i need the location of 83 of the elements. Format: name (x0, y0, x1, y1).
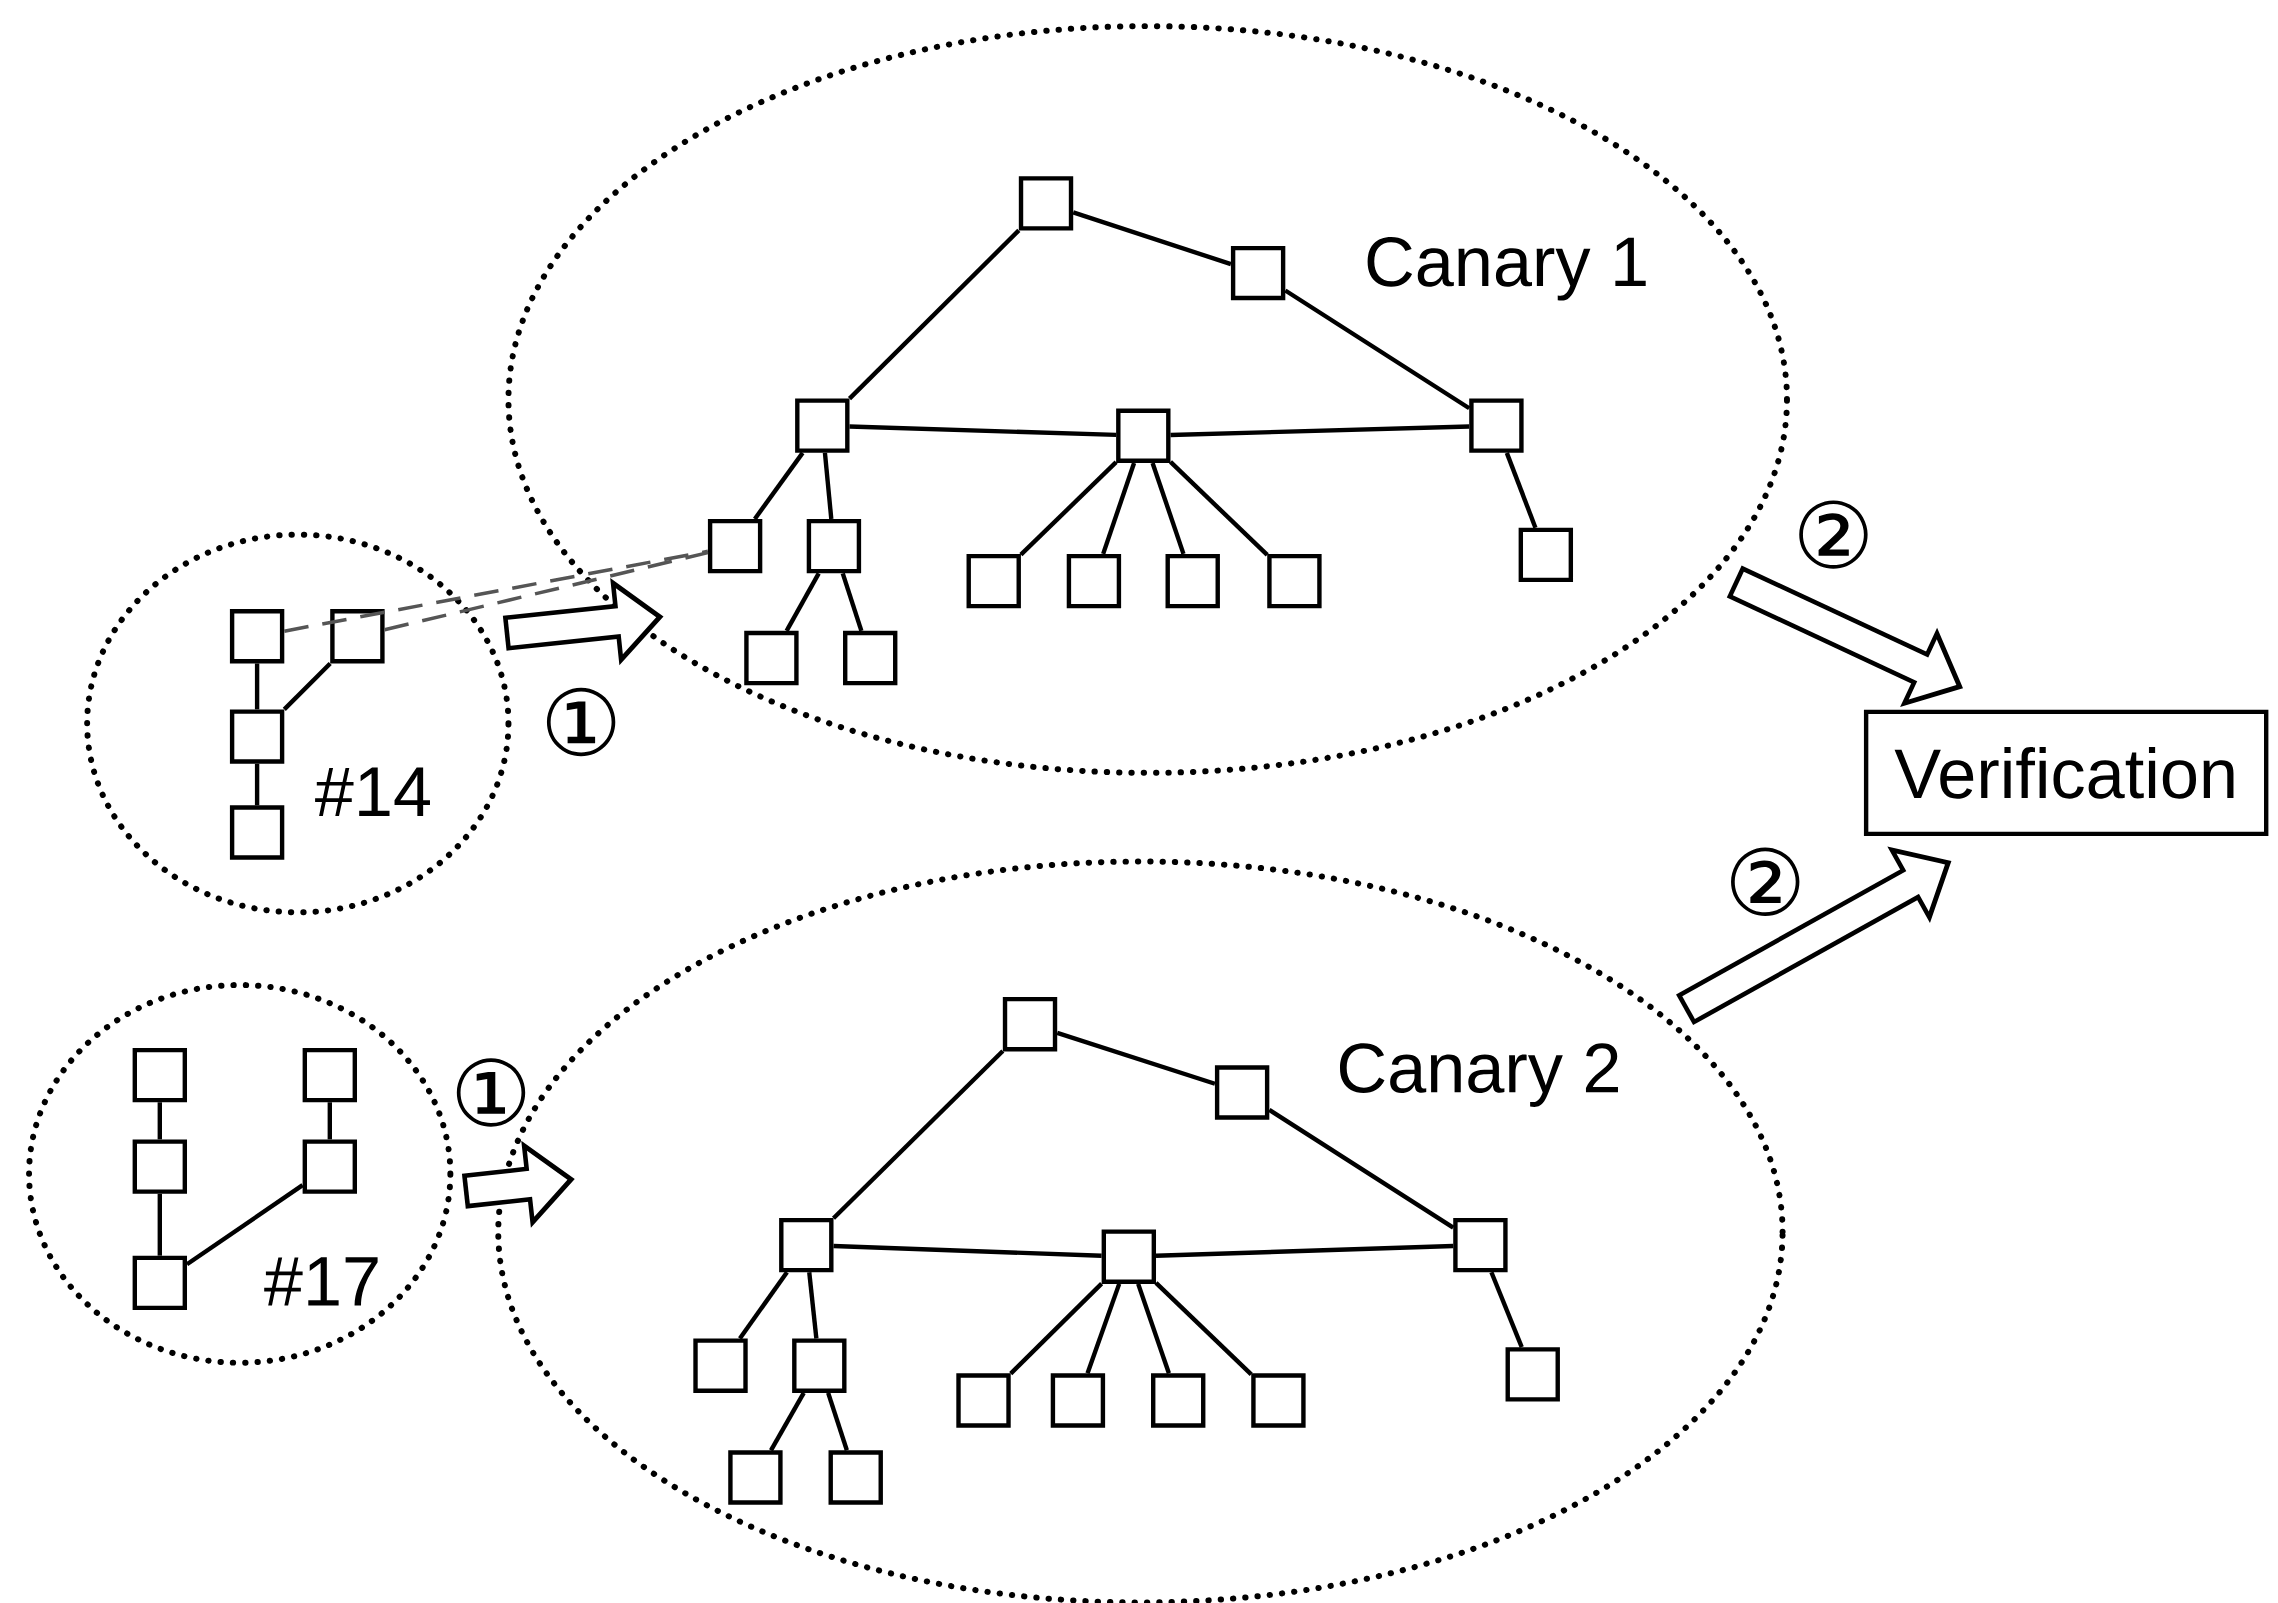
step-number: ① (456, 1058, 526, 1127)
connector-line (807, 1272, 819, 1339)
connector-line (840, 572, 864, 632)
connector-line (849, 424, 1117, 438)
connector-line (833, 1243, 1102, 1258)
connector-line (1085, 1283, 1122, 1374)
connector-line (1150, 462, 1186, 555)
square-node (1066, 553, 1122, 609)
square-node (792, 1338, 847, 1393)
connector-line (1009, 1282, 1104, 1376)
connector-line (1154, 1281, 1253, 1376)
square-node (707, 518, 763, 574)
square-node (795, 398, 850, 453)
connector-line (1056, 1030, 1216, 1086)
connector-line (1155, 1243, 1454, 1258)
square-node (966, 553, 1021, 609)
square-node (956, 1373, 1011, 1428)
connector-line (1019, 460, 1118, 557)
connector-line (1489, 1271, 1524, 1348)
cluster-label: Canary 2 (1340, 1043, 1618, 1107)
connector-line (254, 763, 260, 806)
square-node (132, 1139, 187, 1194)
dashed-line (284, 549, 709, 633)
square-node (693, 1338, 748, 1393)
square-node (1151, 1373, 1206, 1428)
square-node (229, 805, 285, 860)
square-node (1518, 527, 1574, 583)
square-node (828, 1450, 883, 1505)
connector-line (1170, 424, 1470, 438)
connector-line (254, 663, 260, 710)
square-node (843, 630, 898, 686)
dashed-line (384, 550, 709, 632)
square-node (330, 609, 385, 664)
connector-line (831, 1049, 1005, 1220)
cluster-label: #14 (315, 767, 430, 816)
square-node (1165, 553, 1220, 609)
square-node (1018, 176, 1074, 231)
connector-line (738, 1271, 789, 1340)
square-node (1002, 996, 1058, 1052)
square-node (302, 1047, 357, 1103)
square-node (229, 709, 285, 764)
connector-line (1101, 462, 1137, 555)
cluster-label: Canary 1 (1367, 236, 1646, 301)
square-node (779, 1217, 834, 1273)
step-number: ② (1799, 500, 1868, 569)
square-node (1230, 245, 1286, 301)
connector-line (157, 1102, 162, 1140)
step-number: ② (1731, 847, 1800, 916)
square-node (1453, 1217, 1508, 1273)
connector-line (1504, 452, 1538, 529)
connector-line (1072, 210, 1232, 267)
process-box: Verification (1863, 709, 2269, 837)
square-node (1214, 1065, 1270, 1120)
connector-line (282, 661, 332, 711)
square-node (1505, 1347, 1560, 1402)
connector-line (185, 1183, 304, 1267)
connector-line (1136, 1283, 1171, 1374)
connector-line (157, 1193, 162, 1256)
square-node (1469, 398, 1524, 453)
connector-line (784, 572, 821, 632)
connector-line (847, 228, 1021, 401)
square-node (1267, 553, 1322, 609)
square-node (1050, 1373, 1106, 1428)
square-node (302, 1139, 357, 1194)
connector-line (1169, 460, 1269, 557)
square-node (132, 1255, 187, 1311)
square-node (728, 1450, 783, 1505)
connector-line (1268, 1108, 1455, 1230)
step-number: ① (546, 687, 616, 757)
square-node (1101, 1229, 1156, 1284)
square-node (229, 609, 285, 664)
connector-line (826, 1392, 849, 1451)
connector-line (822, 452, 834, 520)
square-node (744, 630, 799, 686)
connector-line (1284, 288, 1471, 411)
connector-line (769, 1391, 806, 1452)
cluster-label: #17 (264, 1257, 378, 1306)
square-node (1251, 1373, 1306, 1428)
square-node (806, 518, 862, 574)
connector-line (753, 451, 805, 521)
connector-line (327, 1102, 332, 1140)
square-node (1116, 408, 1171, 463)
square-node (132, 1047, 187, 1103)
